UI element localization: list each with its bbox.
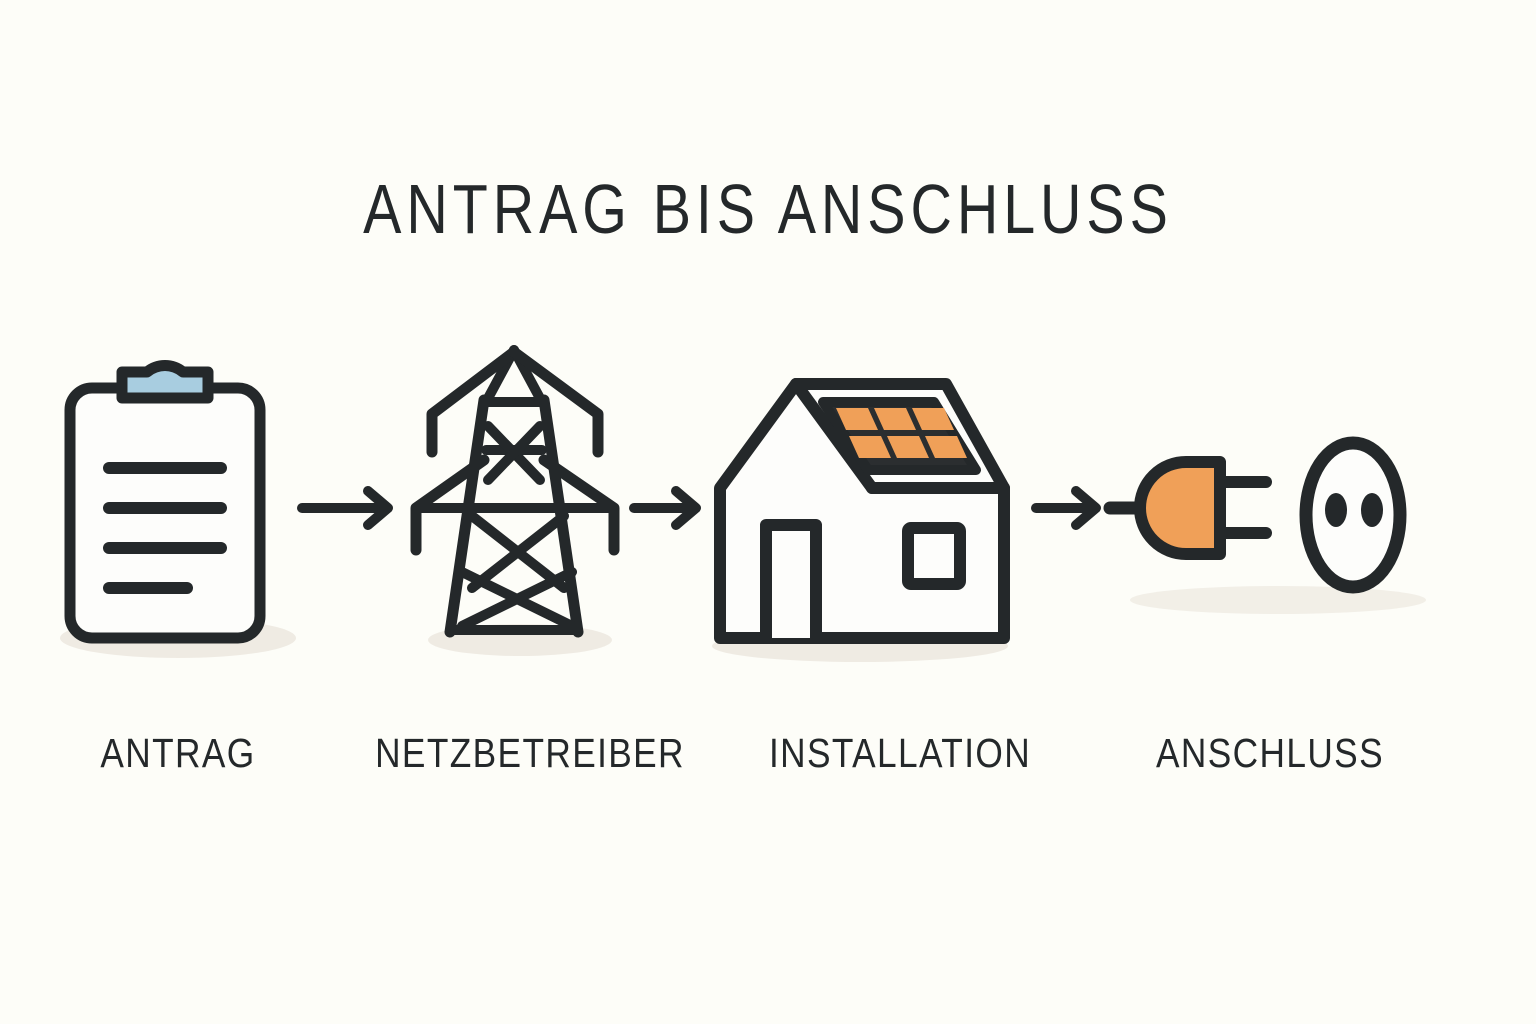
socket-body: [1299, 436, 1407, 594]
arrow-head: [363, 486, 393, 530]
solar-cell: [925, 436, 967, 458]
plug-prongs: [1214, 476, 1272, 539]
plug-body: [1134, 456, 1226, 560]
clipboard-text-lines: [103, 462, 227, 594]
pylon-crossarm-upper-right: [508, 346, 604, 458]
solar-cell: [887, 436, 929, 458]
solar-cells: [836, 408, 967, 458]
step-label-netzbetreiber: NETZBETREIBER: [375, 730, 685, 776]
solar-cell: [836, 408, 878, 430]
clipboard-icon: [46, 340, 310, 660]
solar-cell: [874, 408, 916, 430]
arrow-antrag-to-netzbetreiber: [296, 485, 400, 531]
clipboard-clip: [116, 360, 214, 404]
pylon-x-brace-lower: [457, 567, 577, 631]
solar-cell: [912, 408, 954, 430]
arrow-installation-to-anschluss: [1030, 485, 1108, 531]
solar-cell: [849, 436, 891, 458]
arrow-netzbetreiber-to-installation: [628, 485, 708, 531]
pylon-x-brace-upper: [483, 421, 545, 485]
arrow-head: [1071, 486, 1101, 530]
house-window: [902, 522, 966, 590]
transmission-tower-icon: [408, 340, 632, 660]
step-label-installation: INSTALLATION: [768, 730, 1032, 776]
pylon-x-brace-mid: [467, 511, 569, 593]
solar-house-icon: [696, 370, 1016, 662]
plug-shadow: [1130, 586, 1426, 614]
plug-and-socket-icon: [1103, 420, 1428, 614]
house-door: [760, 519, 822, 644]
step-label-anschluss: ANSCHLUSS: [1156, 730, 1384, 776]
pylon-crossarm-upper-left: [426, 346, 520, 458]
solar-panel-array: [818, 397, 981, 475]
socket-holes: [1325, 493, 1383, 527]
step-label-antrag: ANTRAG: [100, 730, 256, 776]
page-title: ANTRAG BIS ANSCHLUSS: [363, 170, 1173, 248]
house-roof-ridge: [790, 378, 878, 494]
arrow-head: [671, 486, 701, 530]
